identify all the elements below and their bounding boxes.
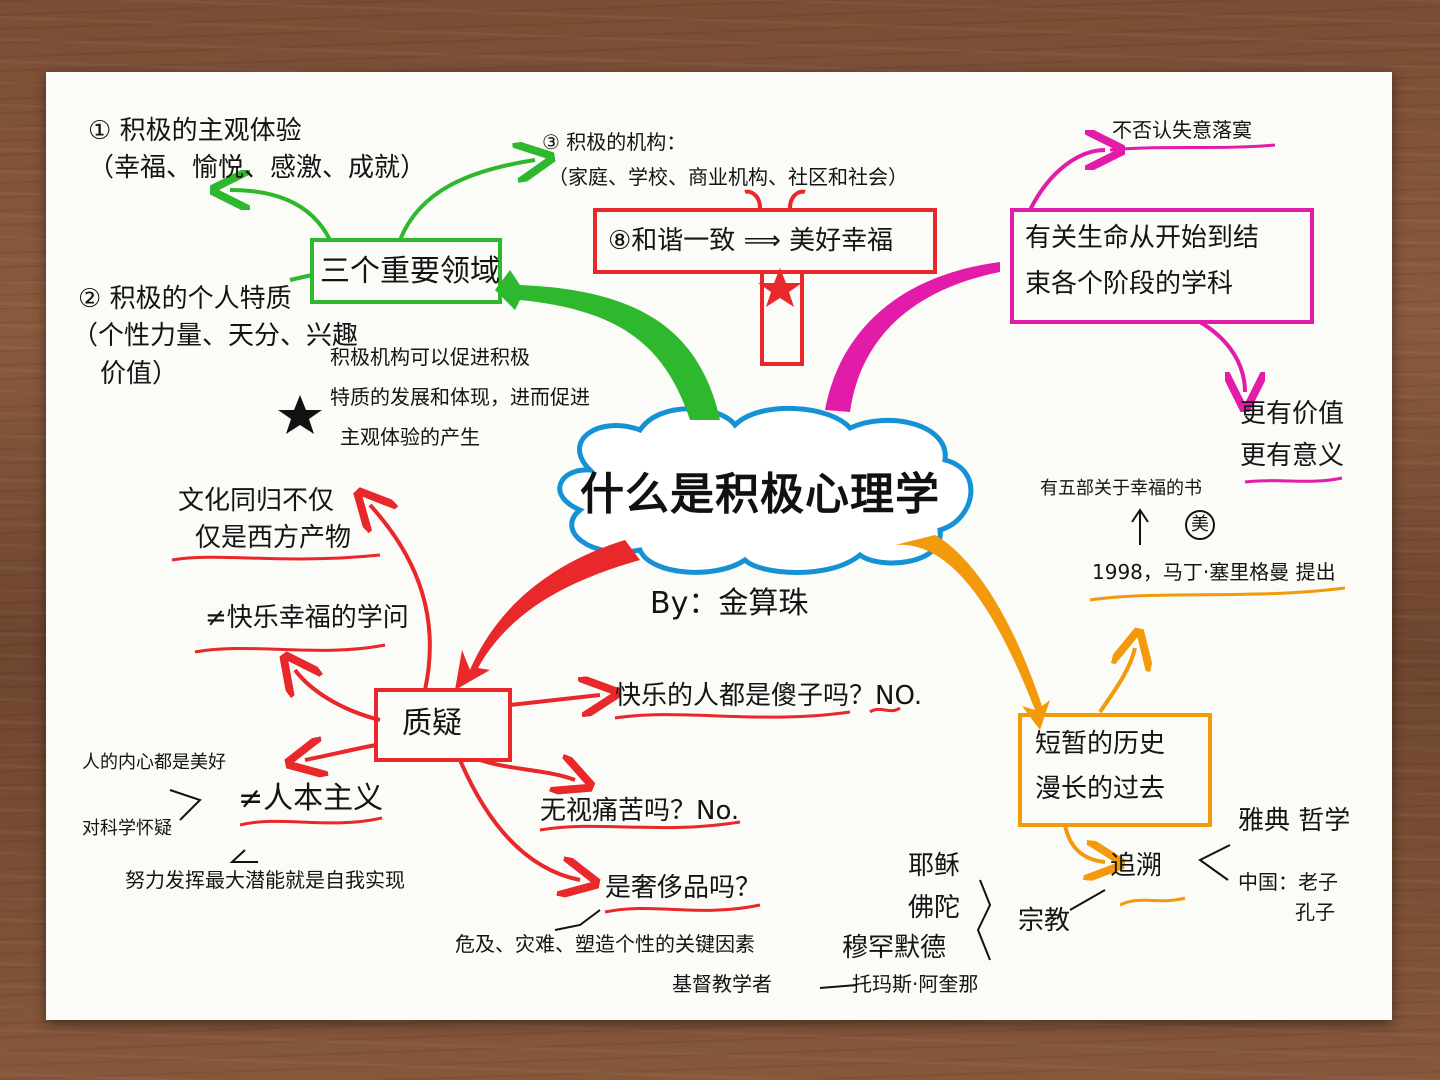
green-item3-line1: ③ 积极的机构： [542,130,687,154]
black-star [278,395,322,434]
harmony-label: ⑧和谐一致 ⟹ 美好幸福 [608,226,894,256]
luxury-question: 是奢侈品吗？ [605,873,762,903]
aquinas-label: 托玛斯·阿奎那 [852,972,979,996]
potential-label: 努力发挥最大潜能就是自我实现 [125,868,405,892]
green-item1-line2: （幸福、愉悦、感激、成就） [88,153,427,183]
pink-bottom-line2: 更有意义 [1240,441,1345,471]
orange-node-line2: 漫长的过去 [1035,774,1166,804]
green-node-box [310,238,502,304]
orange-node-box [1018,713,1212,827]
pink-node-box [1010,208,1314,324]
red-node-box [374,688,512,762]
green-note-line3: 主观体验的产生 [340,425,480,449]
jesus-label: 耶稣 [908,851,961,881]
green-item1-line1: ① 积极的主观体验 [88,116,302,146]
book-note: 有五部关于幸福的书 [1040,478,1202,499]
red-node-label: 质疑 [402,706,462,741]
trace-label: 追溯 [1110,851,1163,881]
buddha-label: 佛陀 [908,893,961,923]
green-note-line1: 积极机构可以促进积极 [330,345,530,369]
green-item2-line3: 价值） [100,359,179,389]
crisis-label: 危及、灾难、塑造个性的关键因素 [455,932,755,956]
green-item3-line2: （家庭、学校、商业机构、社区和社会） [548,165,908,189]
humanism-label: ≠人本主义 [238,781,384,816]
scholars-label: 基督教学者 [672,972,772,996]
pink-bottom-line1: 更有价值 [1240,399,1345,429]
orange-node-line1: 短暂的历史 [1035,729,1166,759]
seligman-note: 1998，马丁·塞里格曼 提出 [1092,560,1336,584]
red-branch [455,540,640,690]
pink-node-line1: 有关生命从开始到结 [1025,223,1260,253]
green-branch [495,270,720,420]
science-label: 对科学怀疑 [82,818,172,839]
heart-label: 人的内心都是美好 [82,752,226,773]
fool-question: 快乐的人都是傻子吗？NO. [615,681,923,711]
confucius-label: 孔子 [1295,900,1335,924]
central-title: 什么是积极心理学 [580,469,940,520]
culture-line2: 仅是西方产物 [195,523,352,553]
pink-node-line2: 束各个阶段的学科 [1025,269,1234,299]
green-item2-line2: （个性力量、天分、兴趣 [72,321,359,351]
not-just-happiness: ≠快乐幸福的学问 [205,603,409,633]
greece-label: 雅典 哲学 [1238,806,1351,836]
green-note-line2: 特质的发展和体现，进而促进 [330,385,590,409]
pain-question: 无视痛苦吗？No. [540,796,740,826]
orange-branch [895,535,1050,730]
religion-label: 宗教 [1018,906,1071,936]
green-node-label: 三个重要领域 [320,254,500,289]
culture-line1: 文化同归不仅 [178,486,335,516]
usa-mark: 美 [1191,514,1209,535]
pink-top-label: 不否认失意落寞 [1112,118,1252,142]
harmony-star [758,268,802,307]
pink-branch [825,262,1000,412]
author-signature: By：金算珠 [650,586,809,621]
muhammad-label: 穆罕默德 [842,933,947,963]
china-label: 中国：老子 [1238,870,1338,894]
green-item2-line1: ② 积极的个人特质 [78,284,292,314]
